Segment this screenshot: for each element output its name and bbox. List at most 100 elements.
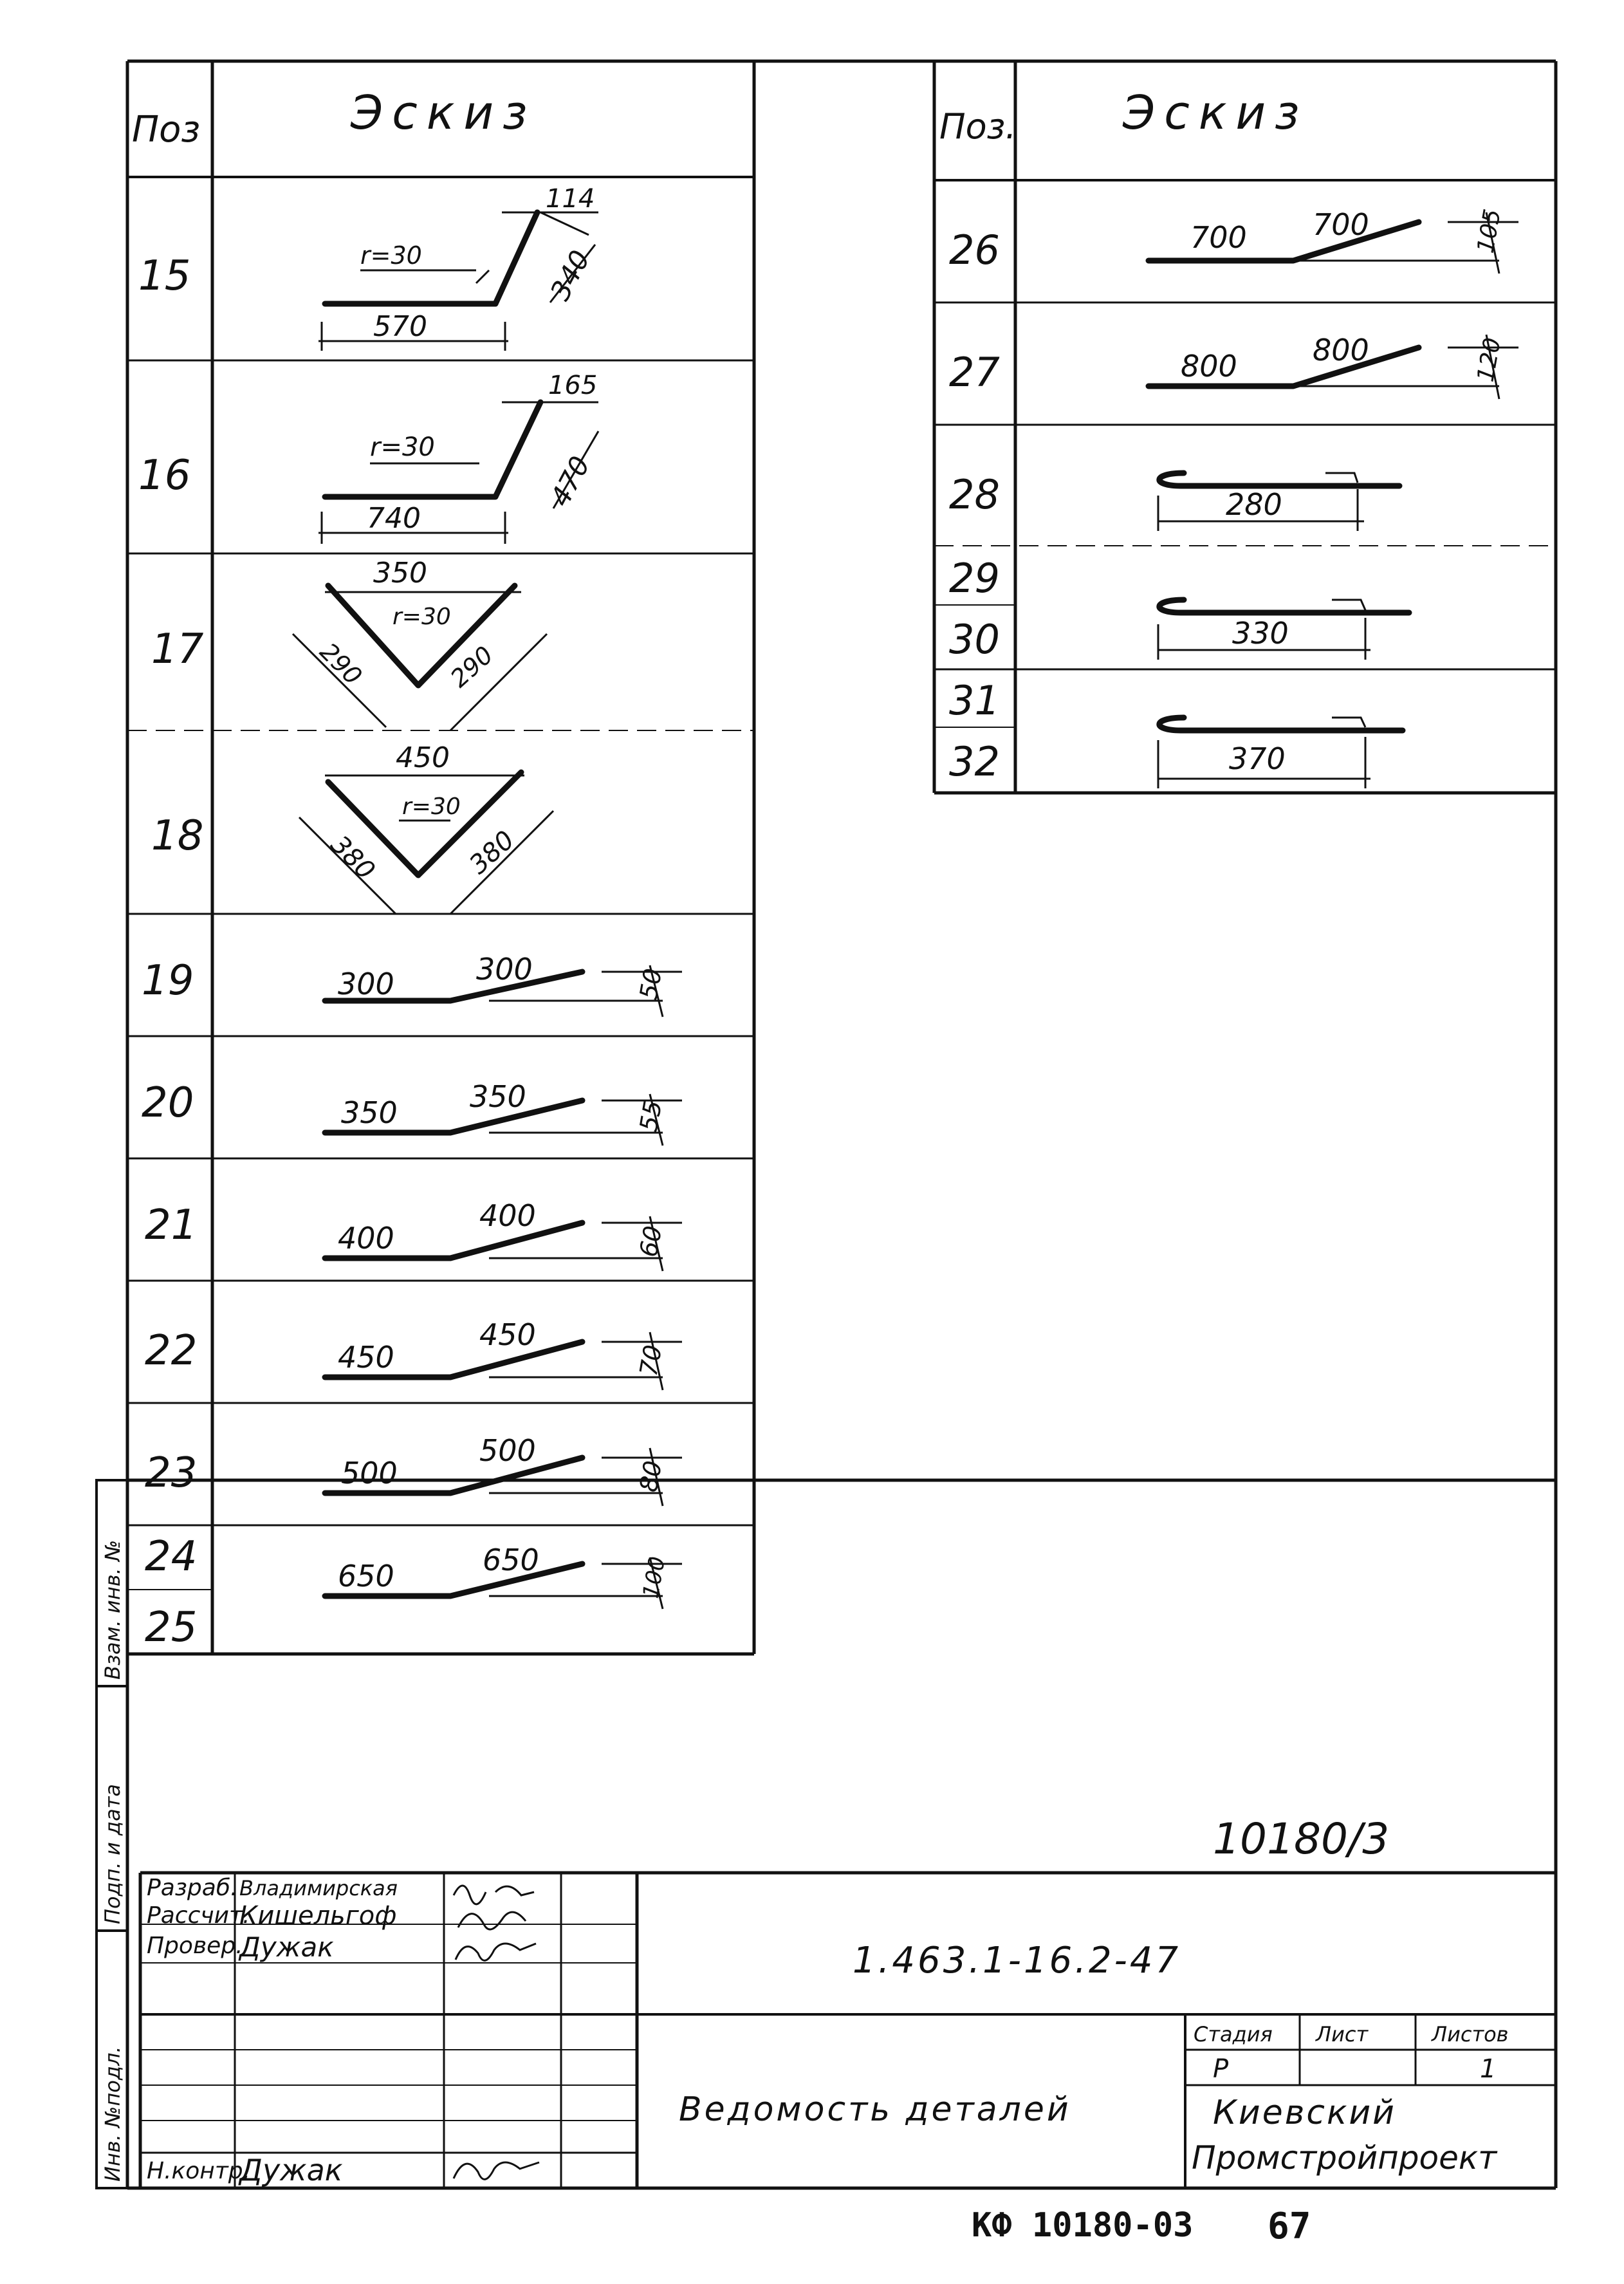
- dim-length: 280: [1226, 487, 1282, 522]
- left-row-pos: 21: [145, 1202, 197, 1249]
- sketch-row-29-30: 330: [1156, 597, 1412, 660]
- dim-h: 60: [634, 1223, 668, 1259]
- right-header-pos: Поз.: [939, 106, 1017, 147]
- sketch-row-26: 700 700 105: [1145, 207, 1518, 274]
- side-stamp-cell-inv: Инв. №подл.: [100, 2046, 125, 2182]
- document-title: Ведомость деталей: [679, 2090, 1071, 2129]
- left-row-pos: 16: [138, 452, 190, 499]
- sketch-row-16: r=30 740 470 165: [318, 371, 600, 544]
- dim-a: 300: [338, 967, 394, 1001]
- sketch-row-27: 800 800 120: [1145, 333, 1518, 400]
- dim-b: 700: [1313, 207, 1369, 242]
- sketch-row-20: 350 350 55: [322, 1079, 682, 1146]
- dim-h: 120: [1472, 336, 1506, 384]
- dim-top: 350: [373, 557, 427, 590]
- sketch-row-31-32: 370: [1156, 714, 1406, 788]
- dim-b: 800: [1313, 333, 1369, 367]
- stage-header: Стадия: [1194, 2022, 1273, 2047]
- dim-projection: 165: [548, 371, 597, 400]
- sketch-row-24-25: 650 650 100: [322, 1543, 682, 1610]
- dim-length: 570: [373, 310, 427, 343]
- left-row-pos: 22: [145, 1327, 197, 1375]
- stage-value: Р: [1213, 2054, 1229, 2084]
- left-row-pos: 17: [151, 626, 204, 673]
- dim-a: 350: [341, 1095, 398, 1130]
- sketch-row-22: 450 450 70: [322, 1317, 682, 1391]
- right-row-pos: 31: [949, 677, 1000, 724]
- document-code: 1.463.1-16.2-47: [853, 1940, 1181, 1982]
- dim-length: 370: [1229, 741, 1286, 776]
- dim-b: 350: [470, 1079, 526, 1114]
- sketch-row-28: 280: [1156, 470, 1403, 531]
- dim-a: 650: [338, 1559, 394, 1593]
- sheet-header: Лист: [1315, 2022, 1369, 2047]
- sheets-value: 1: [1480, 2054, 1496, 2084]
- dim-length: 330: [1232, 616, 1289, 651]
- dim-a: 450: [338, 1340, 394, 1375]
- dim-h: 100: [638, 1555, 670, 1601]
- dim-h: 80: [634, 1458, 668, 1494]
- side-stamp-cell-replace: Взам. инв. №: [100, 1540, 125, 1680]
- title-block-grid: [125, 1480, 1556, 2190]
- right-row-pos: 26: [949, 227, 1000, 274]
- role-norm-control: Н.контр.: [147, 2158, 250, 2184]
- sketch-row-19: 300 300 50: [322, 952, 682, 1017]
- left-row-pos: 23: [145, 1449, 197, 1497]
- right-table-grid: [932, 61, 1556, 795]
- signatures: [452, 1884, 540, 2180]
- sketch-row-18: 450 r=30 380 380: [298, 741, 555, 915]
- dim-length: 740: [367, 502, 421, 535]
- left-row-pos: 20: [142, 1079, 194, 1127]
- dim-radius: r=30: [402, 794, 461, 820]
- right-row-pos: 28: [949, 471, 1000, 518]
- dim-left: 290: [315, 637, 367, 690]
- archive-code: КФ 10180-03: [972, 2206, 1193, 2245]
- name-checked: Дужак: [238, 1931, 334, 1963]
- right-header-sketch: Эскиз: [1122, 86, 1308, 140]
- dim-h: 50: [634, 966, 668, 1001]
- sketch-row-17: 350 r=30 290 290: [291, 557, 548, 732]
- left-row-pos: 19: [142, 957, 194, 1005]
- side-stamp-cell-sign: Подп. и дата: [100, 1784, 125, 1924]
- left-row-pos: 24: [145, 1533, 197, 1581]
- dim-a: 700: [1190, 220, 1247, 255]
- sketch-row-15: r=30 570 340 114: [318, 184, 598, 351]
- dim-h: 70: [634, 1342, 668, 1378]
- dim-projection: 114: [546, 184, 595, 214]
- sheets-header: Листов: [1431, 2022, 1509, 2047]
- organization-line2: Промстройпроект: [1192, 2139, 1498, 2177]
- name-norm-control: Дужак: [238, 2153, 343, 2187]
- right-row-pos-secondary: 30: [949, 616, 1000, 663]
- dim-left: 380: [325, 830, 381, 886]
- right-row-pos-secondary: 32: [949, 738, 1000, 785]
- role-developer: Разраб.: [147, 1875, 237, 1901]
- dim-b: 500: [479, 1433, 536, 1468]
- sheet-mark: 10180/3: [1213, 1814, 1389, 1864]
- dim-radius: r=30: [370, 432, 435, 462]
- left-row-pos: 15: [138, 252, 190, 300]
- sketch-row-23: 500 500 80: [322, 1433, 682, 1507]
- dim-right: 380: [464, 825, 521, 880]
- role-checked: Провер.: [147, 1933, 243, 1959]
- side-stamp: Инв. №подл. Подп. и дата Взам. инв. №: [95, 1479, 129, 2189]
- dim-radius: r=30: [360, 241, 422, 270]
- name-calculated: Кишельгоф: [239, 1901, 396, 1931]
- role-calculated: Рассчит.: [147, 1902, 250, 1929]
- dim-b: 650: [483, 1543, 539, 1577]
- left-row-pos-secondary: 25: [145, 1604, 197, 1651]
- dim-b: 300: [476, 952, 533, 987]
- dim-b: 450: [479, 1317, 536, 1352]
- left-header-sketch: Эскиз: [350, 86, 536, 140]
- dim-h: 55: [634, 1098, 668, 1133]
- left-header-pos: Поз: [132, 109, 200, 151]
- organization-line1: Киевский: [1213, 2094, 1396, 2132]
- dim-top: 450: [396, 741, 450, 774]
- sketch-row-21: 400 400 60: [322, 1198, 682, 1272]
- dim-a: 800: [1181, 349, 1237, 384]
- dim-b: 400: [479, 1198, 536, 1233]
- page-number: 67: [1268, 2205, 1311, 2247]
- right-row-pos: 27: [949, 349, 1000, 396]
- left-row-pos: 18: [151, 812, 203, 860]
- dim-radius: r=30: [392, 604, 451, 630]
